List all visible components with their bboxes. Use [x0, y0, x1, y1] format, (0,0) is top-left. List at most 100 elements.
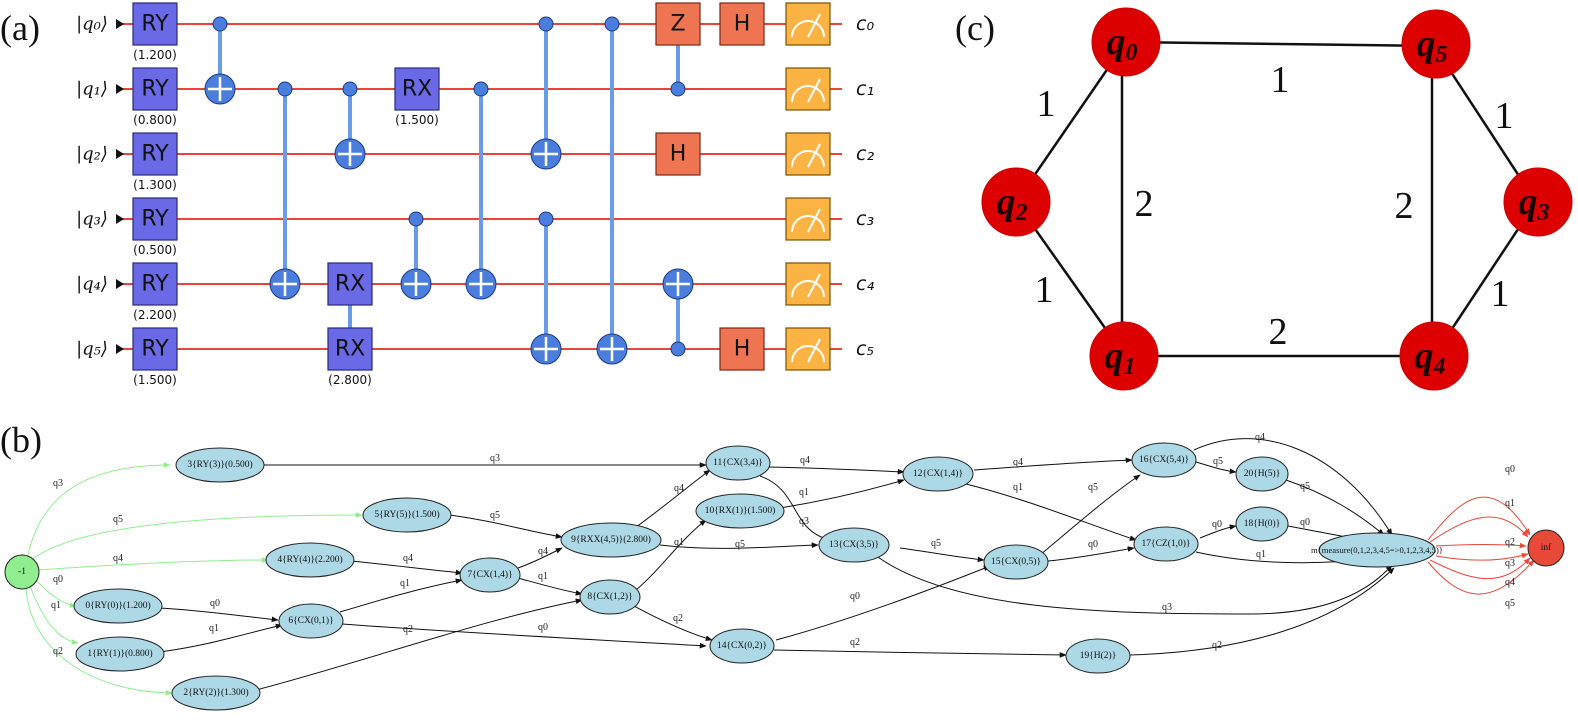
target-q5-a: [530, 333, 562, 365]
edge-label: q1: [1256, 549, 1266, 560]
target-q1-a: [204, 73, 236, 105]
clbit-label-c2: c₂: [856, 143, 874, 165]
target-q4-b: [400, 268, 432, 300]
edge-label: q1: [51, 600, 61, 611]
coupling-graph-panel: 1 1 2 1 2 1 2 1 q0 q5 q2 q3 q1 q4: [981, 7, 1573, 391]
svg-text:2{RY(2)}(1.300): 2{RY(2)}(1.300): [183, 687, 248, 698]
edge-label: q1: [209, 623, 219, 634]
coupling-node-q2: q2: [981, 167, 1051, 237]
svg-text:20{H(5)}: 20{H(5)}: [1244, 468, 1281, 479]
panel-label-c: (c): [955, 8, 995, 48]
z-gate-q0: [655, 2, 701, 46]
rx-param-q1: (1.500): [395, 113, 439, 127]
edge-label: q1: [538, 571, 548, 582]
dag-node: m{measure(0,1,2,3,4,5=>0,1,2,3,4,5)}: [1311, 532, 1443, 568]
edge-label: q5: [1088, 482, 1098, 493]
cx-targets: [204, 73, 694, 365]
measure-icon: [785, 262, 831, 306]
coupling-node-q0: q0: [1091, 7, 1161, 77]
clifford-gates: Z H H H: [655, 2, 765, 371]
ry-gates: RY (1.200) RY (0.800) RY (1.300) RY (0.5…: [132, 2, 178, 387]
ry-gate-q3: [132, 197, 178, 241]
edge-label: q4: [1255, 432, 1265, 443]
edge-label: q2: [1505, 537, 1515, 548]
edge-label: q0: [210, 598, 220, 609]
dag-source-node: -1: [4, 554, 40, 590]
h-gate-q0-label: H: [734, 12, 751, 37]
edge-label: q0: [538, 622, 548, 633]
clbit-label-c4: c₄: [856, 273, 874, 295]
clbit-label-c5: c₅: [856, 338, 874, 360]
svg-text:m{measure(0,1,2,3,4,5=>0,1,2,3: m{measure(0,1,2,3,4,5=>0,1,2,3,4,5)}: [1311, 545, 1443, 555]
edge-label: q4: [674, 483, 684, 494]
svg-text:19{H(2)}: 19{H(2)}: [1080, 650, 1117, 661]
svg-text:4{RY(4)}(2.200): 4{RY(4)}(2.200): [277, 554, 342, 565]
edge-label: q1: [1505, 498, 1515, 509]
circuit-panel: |q₀⟩ |q₁⟩ |q₂⟩ |q₃⟩ |q₄⟩ |q₅⟩ c₀ c₁ c₂ c…: [76, 2, 874, 387]
measure-icon: [785, 327, 831, 371]
edge-label: q0: [1300, 517, 1310, 528]
ry-gate-q0: [132, 2, 178, 46]
dag-node: 16{CX(5,4)}: [1131, 442, 1197, 478]
ry-gate-q4-label: RY: [141, 272, 169, 297]
weight-q2-q1: 1: [1035, 269, 1054, 311]
dag-node: 10{RX(1)}(1.500): [695, 493, 785, 529]
edge-label: q5: [931, 538, 941, 549]
svg-text:10{RX(1)}(1.500): 10{RX(1)}(1.500): [705, 505, 776, 516]
target-q5-b: [596, 333, 628, 365]
edge-label: q0: [1505, 464, 1515, 475]
clbit-label-c3: c₃: [856, 208, 874, 230]
ry-gate-q2: [132, 132, 178, 176]
edge-label: q5: [1505, 598, 1515, 609]
svg-text:11{CX(3,4)}: 11{CX(3,4)}: [713, 457, 763, 468]
measure-icon: [785, 2, 831, 46]
dag-node: 17{CZ(1,0)}: [1133, 526, 1199, 562]
svg-text:-1: -1: [18, 567, 26, 577]
ry-param-q2: (1.300): [133, 178, 177, 192]
h-gate-q5-label: H: [734, 337, 751, 362]
coupling-node-q1: q1: [1089, 321, 1159, 391]
dag-node: 18{H(0)}: [1235, 506, 1289, 542]
svg-text:3{RY(3)}(0.500): 3{RY(3)}(0.500): [187, 459, 252, 470]
dag-source-edges: q3 q5 q4 q0 q1 q2: [25, 462, 363, 696]
svg-text:6{CX(0,1)}: 6{CX(0,1)}: [288, 615, 333, 626]
svg-text:5{RY(5)}(1.500): 5{RY(5)}(1.500): [374, 509, 439, 520]
edge-label: q2: [403, 624, 413, 635]
panel-label-b: (b): [0, 420, 42, 460]
coupling-node-q3: q3: [1503, 167, 1573, 237]
dag-node: 5{RY(5)}(1.500): [362, 497, 452, 533]
svg-text:q0: q0: [1107, 21, 1138, 66]
ry-gate-q3-label: RY: [141, 207, 169, 232]
measure-gates: [785, 2, 831, 371]
dag-node: 2{RY(2)}(1.300): [171, 675, 261, 711]
svg-text:15{CX(0,5)}: 15{CX(0,5)}: [991, 556, 1041, 567]
edge-label: q3: [1162, 602, 1172, 613]
ry-gate-q5: [132, 327, 178, 371]
edge-label: q0: [850, 591, 860, 602]
svg-text:inf: inf: [1541, 542, 1552, 553]
edge-label: q2: [850, 637, 860, 648]
panel-label-a: (a): [0, 8, 40, 48]
edge-label: q0: [53, 574, 63, 585]
ry-param-q3: (0.500): [133, 243, 177, 257]
svg-text:0{RY(0)}(1.200): 0{RY(0)}(1.200): [85, 600, 150, 611]
edge-label: q4: [113, 553, 123, 564]
weight-q0-q2: 1: [1037, 83, 1056, 125]
dag-node: 19{H(2)}: [1065, 638, 1131, 674]
rx-gates: RX (1.500) RX RX (2.800): [327, 67, 440, 387]
edge-label: q4: [800, 455, 810, 466]
dag-node: 20{H(5)}: [1235, 456, 1289, 492]
edge-label: q5: [735, 539, 745, 550]
rx-gate-q1-label: RX: [402, 77, 432, 102]
dag-sink-node: inf: [1527, 529, 1565, 567]
dag-node: 4{RY(4)}(2.200): [265, 542, 355, 578]
weight-q5-q3: 1: [1495, 95, 1514, 137]
h-gate-q0: [719, 2, 765, 46]
edge-label: q3: [53, 478, 63, 489]
clbit-label-c1: c₁: [856, 78, 874, 100]
weight-q0-q5: 1: [1271, 59, 1290, 101]
edge-label: q5: [490, 510, 500, 521]
edge-label: q4: [1013, 457, 1023, 468]
edge-label: q3: [490, 453, 500, 464]
qubit-label-q3: |q₃⟩: [76, 209, 108, 230]
